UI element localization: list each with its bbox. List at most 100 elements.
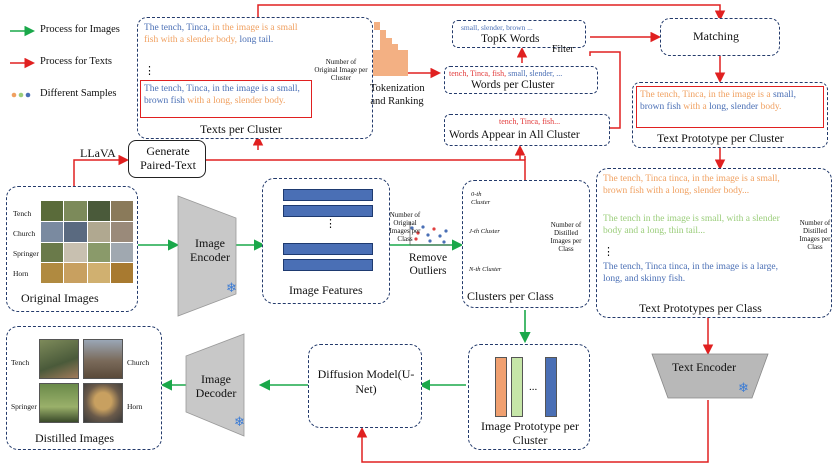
feature-bar — [283, 205, 373, 217]
original-image-grid — [41, 201, 133, 283]
remove-outliers-label: Remove Outliers — [408, 252, 448, 277]
image-decoder-shape — [185, 333, 245, 437]
filter-label: Filter — [552, 44, 574, 55]
class-label-tench: Tench — [13, 209, 32, 218]
generate-paired-text-box: Generate Paired-Text — [128, 140, 206, 178]
distilled-tench-image — [39, 339, 79, 379]
thumb-image — [110, 242, 133, 263]
texts-per-cluster-box: The tench, Tinca, in the image is a smal… — [137, 17, 373, 139]
diffusion-label: Diffusion Model(U-Net) — [317, 367, 415, 396]
image-prototype-box: ... Image Prototype per Cluster — [468, 344, 590, 450]
thumb-image — [41, 242, 64, 263]
feature-bar — [283, 259, 373, 271]
llava-label: LLaVA — [80, 146, 116, 160]
cluster-label-0: 0-th Cluster — [471, 191, 491, 206]
thumb-image — [110, 201, 133, 221]
thumb-image — [41, 221, 64, 242]
text-encoder-label: Text Encoder — [672, 360, 737, 374]
cluster-label-n: N-th Cluster — [469, 266, 502, 273]
thumb-image — [87, 242, 110, 263]
distilled-church-image — [83, 339, 123, 379]
svg-text:❄: ❄ — [234, 415, 245, 430]
words-per-cluster-box: tench, Tinca, fish, small, slender, ... … — [444, 66, 598, 94]
legend-dot-orange — [11, 92, 17, 98]
prototype-bar-green — [511, 357, 523, 417]
words-all-title: Words Appear in All Cluster — [449, 129, 580, 141]
original-per-cluster-note: Number of Original Image per Cluster — [314, 58, 368, 82]
class-label-church: Church — [127, 358, 150, 367]
clusters-box: 0-th Cluster J-th Cluster N-th Cluster N… — [462, 180, 590, 308]
thumb-image — [110, 263, 133, 283]
legend-dot-green — [18, 92, 24, 98]
class-label-tench: Tench — [11, 358, 30, 367]
image-features-box: ⋮ Number of Original Images per Class Im… — [262, 178, 420, 304]
text-proto-item-1: The tench, Tinca tinca, in the image is … — [603, 174, 780, 196]
features-count-note: Number of Original Images per Class — [389, 211, 421, 243]
class-label-springer: Springer — [11, 402, 37, 411]
feature-bar — [283, 189, 373, 201]
words-per-cluster-title: Words per Cluster — [471, 79, 555, 91]
topk-title: TopK Words — [481, 33, 540, 45]
original-images-title: Original Images — [21, 291, 99, 305]
class-label-horn: Horn — [127, 402, 143, 411]
distilled-per-class-note: Number of Distilled Images per Class — [799, 219, 831, 251]
thumb-image — [64, 201, 87, 221]
words-all-cluster-box: tench, Tinca, fish... Words Appear in Al… — [444, 114, 610, 146]
image-encoder-label: Image Encoder — [190, 236, 230, 264]
cluster-text-1: The tench, Tinca, in the image is a smal… — [144, 23, 298, 45]
generate-label: Generate Paired-Text — [140, 144, 196, 172]
ellipsis-vertical: ⋮ — [325, 218, 336, 230]
text-protos-class-title: Text Prototypes per Class — [639, 301, 762, 315]
class-label-springer: Springer — [13, 249, 39, 258]
thumb-image — [64, 263, 87, 283]
thumb-image — [64, 242, 87, 263]
thumb-image — [87, 221, 110, 242]
topk-words-box: small, slender, brown ... TopK Words — [452, 20, 586, 48]
ellipsis-vertical: ⋮ — [144, 65, 155, 77]
prototype-bar-blue — [545, 357, 557, 417]
image-decoder-label: Image Decoder — [195, 372, 237, 400]
class-label-horn: Horn — [13, 269, 29, 278]
cluster-label-j: J-th Cluster — [469, 228, 500, 235]
matching-label: Matching — [693, 29, 739, 43]
svg-text:❄: ❄ — [738, 381, 749, 396]
legend-dot-blue — [25, 92, 31, 98]
cluster-text-2: The tench, Tinca, in the image is a smal… — [140, 80, 312, 118]
image-encoder-shape — [177, 195, 237, 317]
outlier-scatter — [409, 222, 450, 246]
image-prototype-title: Image Prototype per Cluster — [481, 419, 579, 447]
legend-texts-label: Process for Texts — [40, 56, 112, 67]
legend-samples-label: Different Samples — [40, 88, 117, 99]
text-encoder-shape — [651, 353, 769, 399]
thumb-image — [41, 201, 64, 221]
clusters-count-note: Number of Distilled Images per Class — [550, 221, 582, 253]
thumb-image — [87, 201, 110, 221]
ellipsis-horizontal: ... — [529, 381, 538, 393]
tokenization-label: Tokenization and Ranking — [370, 83, 425, 107]
ellipsis-vertical: ⋮ — [603, 246, 614, 258]
distilled-springer-image — [39, 383, 79, 423]
text-proto-cluster-title: Text Prototype per Cluster — [657, 131, 784, 145]
distilled-images-title: Distilled Images — [35, 431, 114, 445]
text-proto-item-3: The tench, Tinca tinca, in the image is … — [603, 262, 778, 284]
words-per-cluster-list: tench, Tinca, fish, small, slender, ... — [449, 69, 563, 78]
text-proto-cluster-text: The tench, Tinca, in the image is a smal… — [636, 86, 824, 128]
texts-per-cluster-title: Texts per Cluster — [200, 122, 282, 136]
svg-text:❄: ❄ — [226, 281, 237, 296]
distilled-horn-image — [83, 383, 123, 423]
legend-images-label: Process for Images — [40, 24, 120, 35]
clusters-title: Clusters per Class — [467, 289, 554, 303]
prototype-bar-orange — [495, 357, 507, 417]
text-proto-cluster-box: The tench, Tinca, in the image is a smal… — [632, 82, 828, 148]
matching-box: Matching — [660, 18, 780, 56]
thumb-image — [64, 221, 87, 242]
thumb-image — [41, 263, 64, 283]
original-images-box: Tench Church Springer Horn Original Imag… — [6, 186, 138, 312]
thumb-image — [110, 221, 133, 242]
words-all-list: tench, Tinca, fish... — [499, 117, 561, 126]
topk-words-list: small, slender, brown ... — [461, 23, 533, 32]
image-features-title: Image Features — [289, 283, 363, 297]
feature-bar — [283, 243, 373, 255]
text-proto-item-2: The tench in the image is small, with a … — [603, 214, 780, 236]
diffusion-model-box: Diffusion Model(U-Net) — [308, 344, 422, 428]
